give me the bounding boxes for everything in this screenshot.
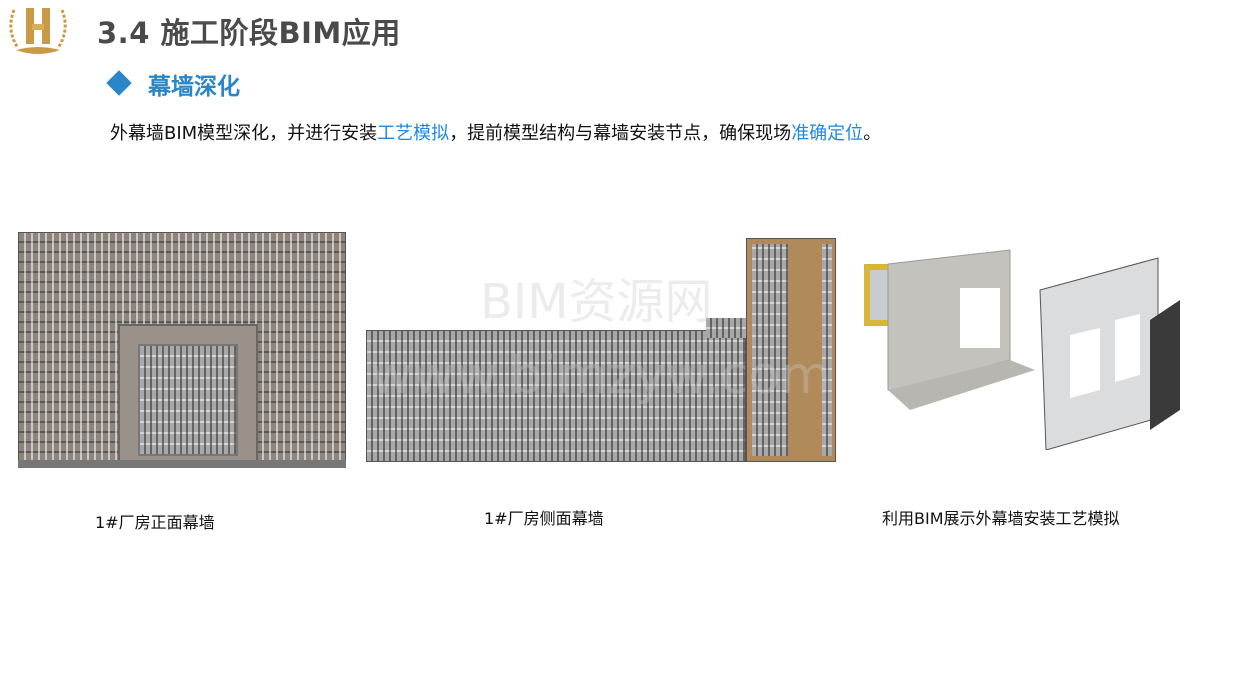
figure-caption: 利用BIM展示外幕墙安装工艺模拟 [882,509,1120,528]
section-subtitle: 幕墙深化 [148,74,240,100]
diamond-bullet-icon [106,70,132,96]
page-title: 3.4 施工阶段BIM应用 [97,16,401,50]
company-logo [4,0,72,60]
desc-highlight: 工艺模拟 [377,123,450,144]
front-facade-image [18,232,346,468]
figure-caption: 1#厂房侧面幕墙 [484,509,604,528]
desc-part: 。 [863,123,882,144]
watermark-url: www.bimzyw.com [370,346,831,406]
figure-caption: 1#厂房正面幕墙 [95,513,215,532]
watermark: BIM资源网 [480,274,713,330]
desc-highlight: 准确定位 [791,123,864,144]
description-text: 外幕墙BIM模型深化，并进行安装工艺模拟，提前模型结构与幕墙安装节点，确保现场准… [110,119,881,145]
desc-part: ，提前模型结构与幕墙安装节点，确保现场 [449,123,792,144]
desc-part: 外幕墙BIM模型深化，并进行安装 [110,123,378,144]
curtain-wall-assembly-image [860,240,1180,451]
side-facade-image [366,230,836,462]
